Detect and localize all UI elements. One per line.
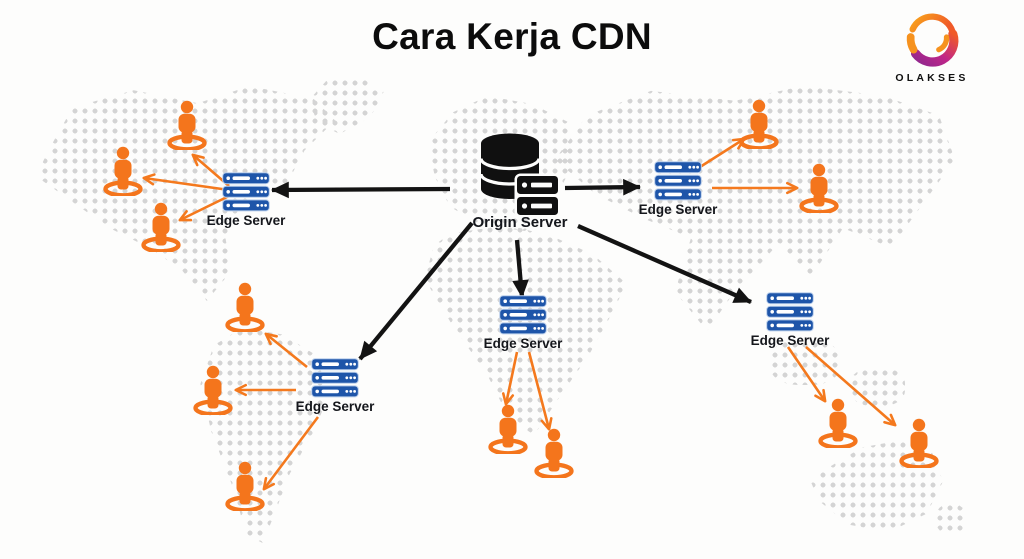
page-title: Cara Kerja CDN	[372, 16, 652, 57]
edge-server: Edge Server	[484, 295, 562, 351]
user-icon	[896, 418, 942, 470]
brand-name: OLAKSES	[895, 72, 969, 84]
server-rack-icon	[514, 173, 561, 218]
edge-to-user-arrow	[264, 332, 308, 369]
user-icon	[222, 282, 268, 334]
edge-server: Edge Server	[207, 172, 285, 228]
edge-server: Edge Server	[296, 358, 374, 414]
edge-to-user-arrow	[501, 351, 519, 406]
origin-to-edge-arrow	[577, 224, 752, 304]
edge-server: Edge Server	[751, 292, 829, 348]
edge-server-icon	[766, 292, 814, 332]
edge-to-user-arrow	[805, 346, 897, 427]
user-icon	[796, 163, 842, 215]
edge-to-user-arrow	[142, 173, 230, 192]
map-blob-new-zealand	[935, 503, 967, 535]
edge-server-icon	[311, 358, 359, 398]
edge-to-user-arrow	[699, 137, 746, 169]
user-icon	[736, 99, 782, 151]
origin-to-edge-arrow	[512, 239, 529, 298]
edge-to-user-arrow	[527, 351, 553, 431]
edge-server-label: Edge Server	[206, 213, 286, 228]
user-icon	[164, 100, 210, 152]
edge-server-label: Edge Server	[483, 336, 563, 351]
origin-to-edge-arrow	[564, 178, 641, 196]
edge-server: Edge Server	[639, 161, 717, 217]
edge-server-icon	[222, 172, 270, 212]
edge-to-user-arrow	[262, 416, 320, 491]
edge-to-user-arrow	[178, 194, 230, 222]
origin-server: Origin Server	[472, 132, 568, 231]
user-icon	[100, 146, 146, 198]
edge-server-label: Edge Server	[638, 202, 718, 217]
user-icon	[815, 398, 861, 450]
user-icon	[531, 428, 577, 480]
brand-logo: OLAKSES	[886, 8, 978, 96]
user-icon	[138, 202, 184, 254]
origin-to-edge-arrow	[358, 221, 474, 361]
user-icon	[222, 461, 268, 513]
map-blob-indonesia	[850, 368, 905, 406]
brand-logo-icon	[906, 13, 959, 67]
user-icon	[190, 365, 236, 417]
edge-server-icon	[654, 161, 702, 201]
edge-to-user-arrow	[786, 346, 827, 403]
edge-server-label: Edge Server	[295, 399, 375, 414]
origin-to-edge-arrow	[271, 181, 451, 199]
database-icon	[479, 133, 561, 218]
edge-server-icon	[499, 295, 547, 335]
user-icon	[485, 404, 531, 456]
map-blob-southeast-asia	[770, 340, 840, 385]
edge-server-label: Edge Server	[750, 333, 830, 348]
origin-server-label: Origin Server	[472, 214, 568, 231]
